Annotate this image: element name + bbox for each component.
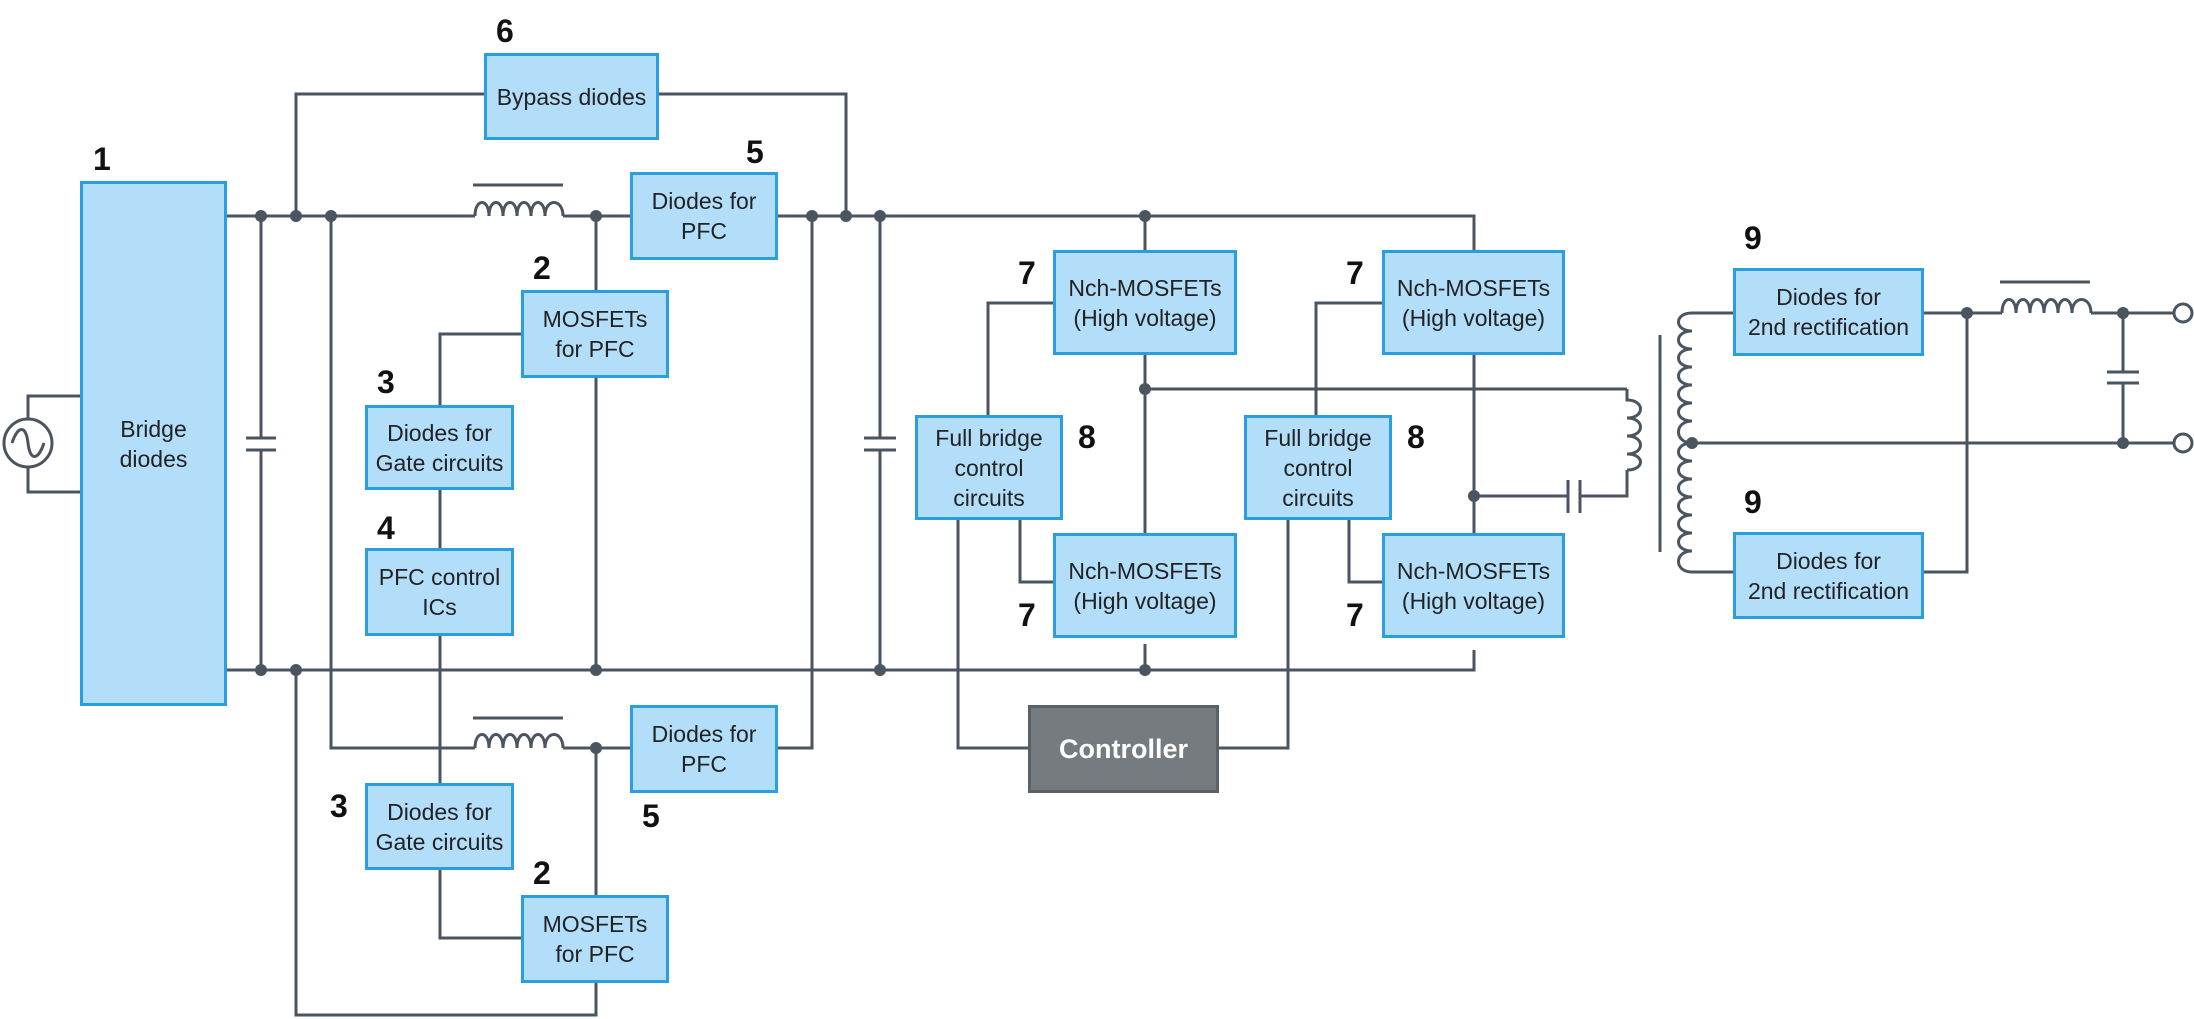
wire-bottom-pfc: [294, 670, 598, 1017]
output-terminal-positive: [2172, 302, 2194, 324]
block-label: control: [954, 454, 1024, 481]
block-label: circuits: [953, 484, 1025, 511]
bridge-diodes-block: Bridge diodes: [80, 181, 227, 706]
block-label: Diodes for: [1776, 284, 1881, 310]
inductor-bottom: [473, 733, 565, 749]
label-number-9: 9: [1744, 220, 1762, 256]
block-label: Diodes for: [651, 721, 757, 747]
block-label: PFC: [681, 751, 727, 777]
label-number-5: 5: [746, 134, 764, 170]
wire-junctions: [255, 210, 2129, 754]
series-capacitor: [1474, 470, 1629, 513]
block-label: Diodes for: [651, 188, 757, 214]
rectification-diodes-bottom-block: Diodes for 2nd rectification: [1733, 532, 1924, 619]
wire-top-gate: [438, 332, 521, 405]
block-label: Bypass diodes: [496, 83, 647, 110]
transformer-secondary-bottom: [1677, 441, 1693, 574]
full-bridge-control-2-block: Full bridge control circuits: [1244, 415, 1392, 520]
label-number-6: 6: [496, 13, 514, 49]
nch-mosfets-4-block: Nch-MOSFETs (High voltage): [1382, 533, 1565, 638]
label-number-2: 2: [533, 250, 551, 286]
controller-block: Controller: [1028, 705, 1219, 793]
block-label: (High voltage): [1401, 587, 1546, 614]
block-label: Controller: [1058, 734, 1188, 764]
label-number-3: 3: [330, 788, 348, 824]
nch-mosfets-2-block: Nch-MOSFETs (High voltage): [1382, 250, 1565, 355]
label-number-3: 3: [377, 364, 395, 400]
wire-fullbridge-right: [1219, 301, 1476, 750]
wire-bypass: [294, 92, 848, 216]
block-label: Nch-MOSFETs: [1068, 557, 1222, 584]
label-number-9: 9: [1744, 484, 1762, 520]
ac-leads: [26, 394, 80, 494]
inductor-output: [2000, 298, 2093, 314]
block-label: for PFC: [555, 941, 635, 967]
block-label: Gate circuits: [375, 828, 504, 855]
label-number-4: 4: [377, 510, 395, 546]
block-label: Diodes for: [387, 419, 492, 446]
block-label: control: [1283, 454, 1353, 481]
rectification-diodes-top-block: Diodes for 2nd rectification: [1733, 268, 1924, 356]
block-label: Full bridge: [935, 424, 1043, 451]
inductor-top: [473, 201, 565, 217]
input-capacitor: [246, 216, 276, 670]
block-label: diodes: [119, 445, 188, 472]
block-label: PFC control: [378, 564, 501, 590]
wire-fullbridge-left: [956, 216, 1147, 750]
block-label: Nch-MOSFETs: [1396, 557, 1551, 584]
block-label: MOSFETs: [542, 911, 648, 937]
block-label: (High voltage): [1073, 587, 1217, 614]
block-label: Gate circuits: [375, 449, 504, 476]
label-number-7: 7: [1346, 255, 1364, 291]
block-label: Nch-MOSFETs: [1396, 274, 1551, 301]
mosfets-pfc-bottom-block: MOSFETs for PFC: [521, 895, 669, 983]
label-number-8: 8: [1078, 419, 1096, 455]
nch-mosfets-1-block: Nch-MOSFETs (High voltage): [1053, 250, 1237, 355]
block-label: 2nd rectification: [1747, 577, 1910, 604]
block-label: Diodes for: [387, 798, 492, 825]
block-label: (High voltage): [1073, 304, 1217, 331]
block-label: Nch-MOSFETs: [1068, 274, 1222, 301]
bulk-capacitor: [864, 216, 896, 670]
block-label: circuits: [1282, 484, 1354, 511]
output-terminal-negative: [2172, 432, 2194, 454]
label-number-2: 2: [533, 855, 551, 891]
wire-lines: [2, 92, 2194, 1017]
block-label: Full bridge: [1264, 424, 1372, 451]
block-label: MOSFETs: [542, 306, 648, 332]
full-bridge-control-1-block: Full bridge control circuits: [915, 415, 1063, 520]
transformer-primary: [1625, 389, 1642, 472]
block-label: PFC: [681, 218, 727, 244]
block-label: Bridge: [120, 415, 187, 442]
label-number-7: 7: [1018, 255, 1036, 291]
label-number-5: 5: [642, 798, 660, 834]
bypass-diodes-block: Bypass diodes: [484, 53, 659, 140]
label-number-7: 7: [1018, 597, 1036, 633]
wire-bottom-rail: [227, 650, 1476, 672]
output-capacitor: [2107, 313, 2139, 443]
transformer-secondary-top: [1677, 311, 1693, 445]
block-label: for PFC: [555, 336, 635, 362]
label-number-7: 7: [1346, 597, 1364, 633]
wire-pfc-diode-bottom: [778, 216, 814, 750]
block-label: (High voltage): [1401, 304, 1546, 331]
ac-source-wave: [10, 428, 46, 458]
mosfets-pfc-top-block: MOSFETs for PFC: [521, 290, 669, 378]
label-number-1: 1: [93, 141, 111, 177]
wire-secondary: [1692, 311, 2180, 574]
block-label: Diodes for: [1776, 547, 1881, 574]
nch-mosfets-3-block: Nch-MOSFETs (High voltage): [1053, 533, 1237, 638]
block-label: ICs: [422, 594, 457, 620]
block-label: 2nd rectification: [1747, 314, 1910, 340]
label-number-8: 8: [1407, 419, 1425, 455]
